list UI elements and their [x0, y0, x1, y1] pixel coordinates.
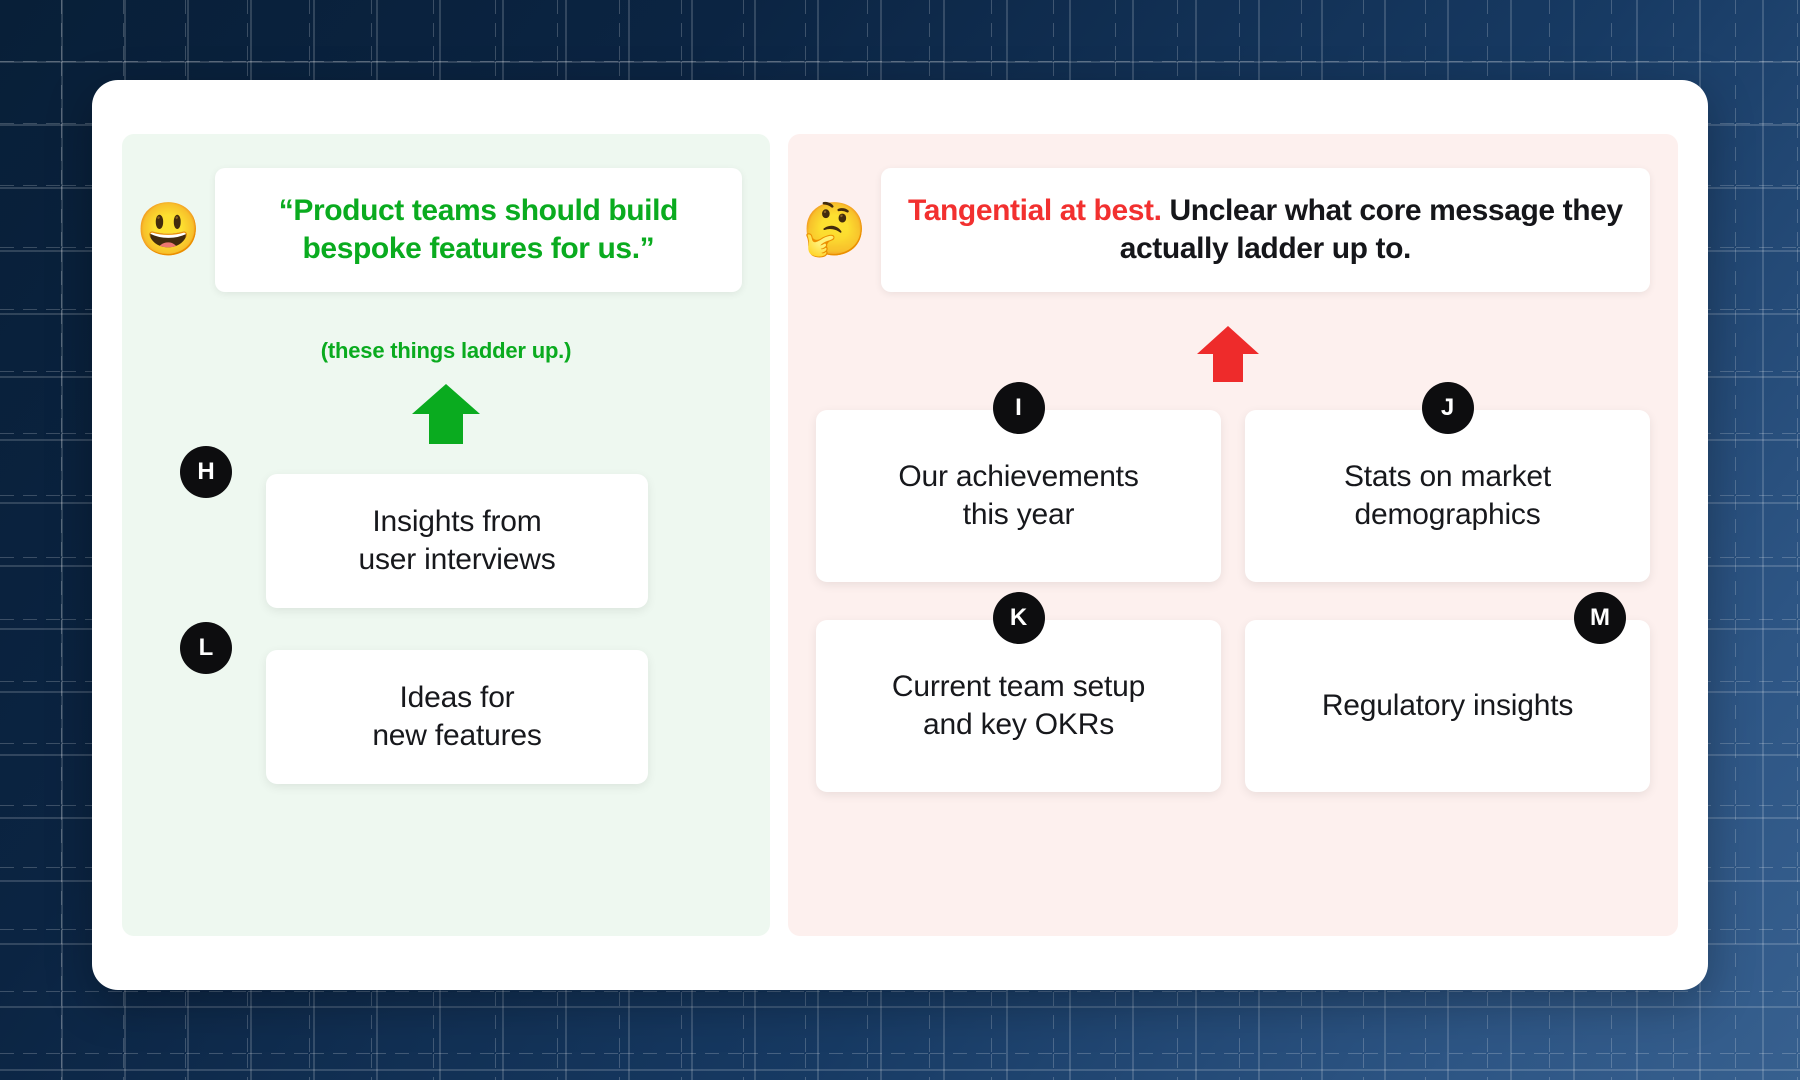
- card-badge: L: [180, 622, 232, 675]
- card-text-line2: new features: [372, 719, 542, 753]
- list-item[interactable]: J Stats on market demographics: [1245, 382, 1650, 583]
- card-text-line1: Ideas for: [399, 680, 515, 714]
- left-arrow-wrap: [150, 382, 742, 446]
- list-item[interactable]: H Insights from user interviews: [180, 446, 648, 609]
- card-text: Ideas for new features: [372, 679, 542, 756]
- right-card-grid: I Our achievements this year J Stats on …: [816, 382, 1650, 793]
- card-badge: H: [180, 446, 232, 499]
- card-badge: M: [1574, 592, 1626, 645]
- card-text-line2: demographics: [1354, 498, 1541, 532]
- card-text: Insights from user interviews: [358, 503, 555, 580]
- card-text-line1: Insights from: [372, 504, 542, 538]
- right-headline-row: 🤔 Tangential at best. Unclear what core …: [802, 168, 1650, 293]
- thinking-face-emoji: 🤔: [802, 201, 867, 260]
- card-text-line2: this year: [962, 498, 1075, 532]
- card-text-line1: Our achievements: [898, 459, 1139, 493]
- card-text-line2: user interviews: [358, 543, 556, 577]
- arrow-up-icon: [412, 384, 480, 445]
- grinning-face-emoji: 😃: [136, 201, 201, 260]
- card-text: Regulatory insights: [1321, 687, 1574, 725]
- card-badge: I: [992, 382, 1045, 435]
- list-item[interactable]: M Regulatory insights: [1245, 592, 1650, 793]
- card-text: Our achievements this year: [898, 458, 1138, 535]
- card-badge: J: [1421, 382, 1474, 435]
- left-headline-box: “Product teams should build bespoke feat…: [214, 168, 742, 293]
- left-headline-text: “Product teams should build bespoke feat…: [278, 194, 679, 266]
- right-headline-rest: Unclear what core message they actually …: [1119, 194, 1623, 266]
- ladder-caption: (these things ladder up.): [320, 338, 572, 364]
- arrow-up-icon: [1197, 326, 1259, 383]
- right-headline-box: Tangential at best. Unclear what core me…: [880, 168, 1650, 293]
- card-text: Stats on market demographics: [1344, 458, 1551, 535]
- card-text-line2: and key OKRs: [922, 708, 1115, 742]
- card-text-line1: Stats on market: [1343, 459, 1552, 493]
- list-item[interactable]: I Our achievements this year: [816, 382, 1221, 583]
- slide-card: 😃 “Product teams should build bespoke fe…: [92, 80, 1708, 990]
- right-arrow-wrap: [816, 324, 1650, 384]
- right-headline-highlight: Tangential at best.: [908, 194, 1162, 227]
- right-panel-bad-example: 🤔 Tangential at best. Unclear what core …: [788, 134, 1678, 936]
- list-item[interactable]: K Current team setup and key OKRs: [816, 592, 1221, 793]
- card-text-line1: Regulatory insights: [1321, 688, 1574, 722]
- list-item[interactable]: L Ideas for new features: [180, 622, 648, 785]
- left-headline-row: 😃 “Product teams should build bespoke fe…: [136, 168, 742, 293]
- left-card-list: H Insights from user interviews L Ideas …: [150, 446, 742, 785]
- left-panel-good-example: 😃 “Product teams should build bespoke fe…: [122, 134, 770, 936]
- card-badge: K: [992, 592, 1045, 645]
- card-text: Current team setup and key OKRs: [892, 668, 1145, 745]
- right-headline-text: Tangential at best. Unclear what core me…: [903, 192, 1628, 268]
- card-text-line1: Current team setup: [891, 669, 1146, 703]
